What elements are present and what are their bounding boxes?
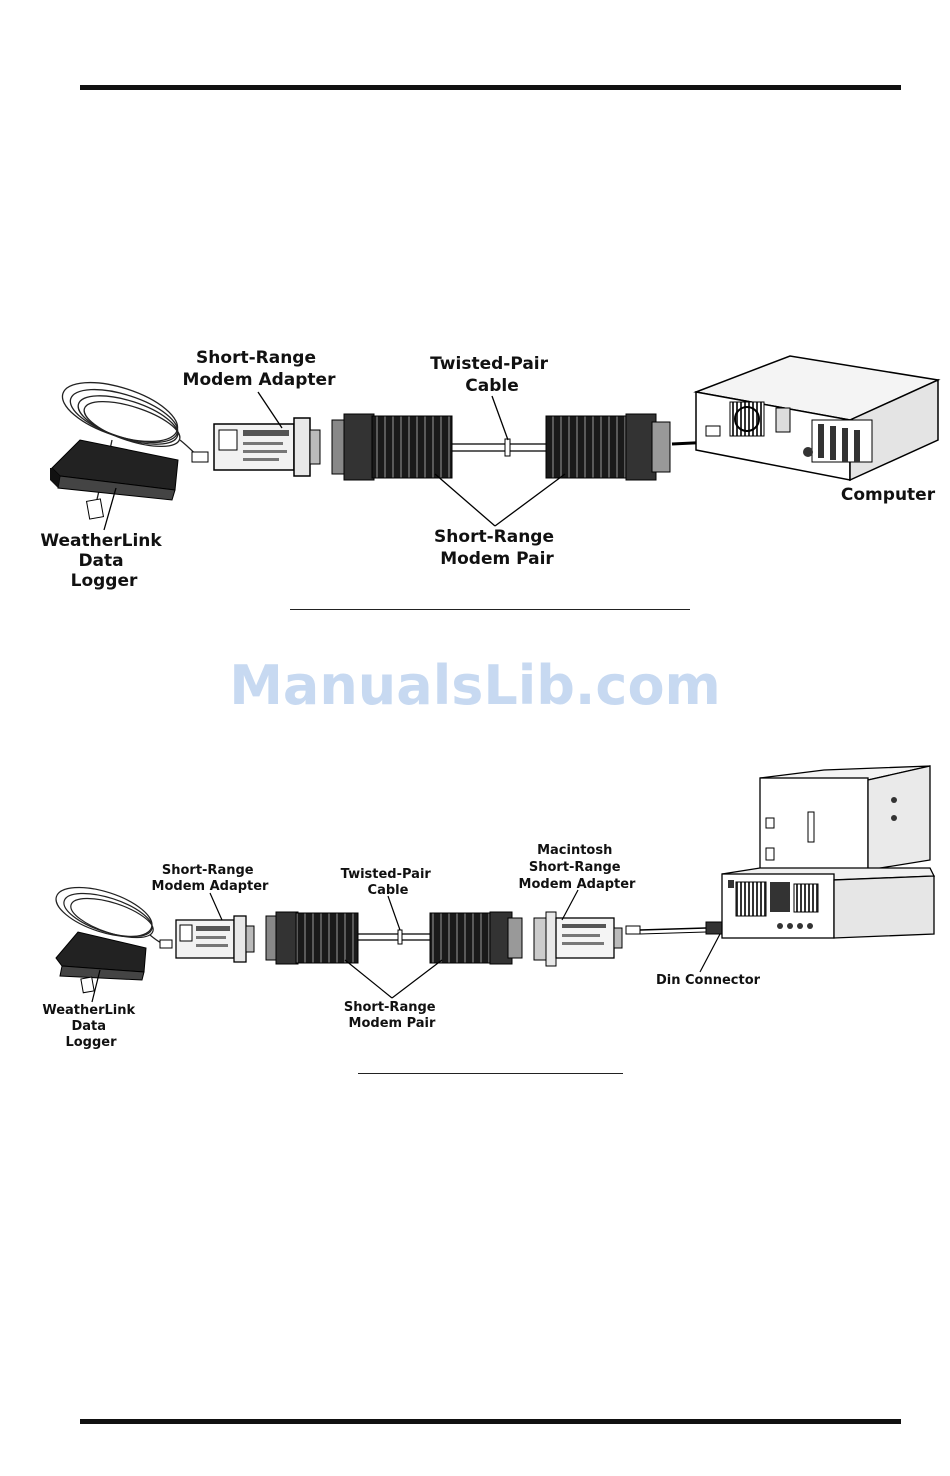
computer [696,356,938,480]
label-logger-1: WeatherLink Data Logger [40,531,167,591]
short-range-modem-a-2 [266,912,358,964]
macintosh-computer [722,766,934,938]
label-cable-1: Twisted-Pair Cable [430,354,554,396]
label-modem-pair-2: Short-Range Modem Pair [344,1000,440,1031]
twisted-pair-cable-2 [358,930,430,944]
short-range-modem-b-1 [546,414,670,480]
short-range-adapter-2 [176,916,254,962]
weatherlink-logger-1 [50,440,178,519]
short-range-modem-a-1 [332,414,452,480]
label-adapter-1: Short-Range Modem Adapter [183,348,337,390]
label-din-connector: Din Connector [656,973,761,988]
label-computer: Computer [841,485,936,505]
twisted-pair-cable-1 [452,439,546,456]
short-range-adapter-1 [214,418,320,476]
figure1: Short-Range Modem Adapter Twisted-Pair C… [40,348,938,591]
figure2: Short-Range Modem Adapter Twisted-Pair C… [42,766,934,1050]
macintosh-adapter [534,912,622,966]
label-cable-2: Twisted-Pair Cable [341,867,436,898]
short-range-modem-b-2 [430,912,522,964]
label-modem-pair-1: Short-Range Modem Pair [434,527,560,569]
rj-plug-1 [192,452,208,462]
weatherlink-logger-2 [56,932,146,993]
label-logger-2: WeatherLink Data Logger [42,1003,139,1050]
label-mac-adapter: Macintosh Short-Range Modem Adapter [519,843,637,892]
rj-plug-2 [160,940,172,948]
label-adapter-2: Short-Range Modem Adapter [152,863,270,894]
